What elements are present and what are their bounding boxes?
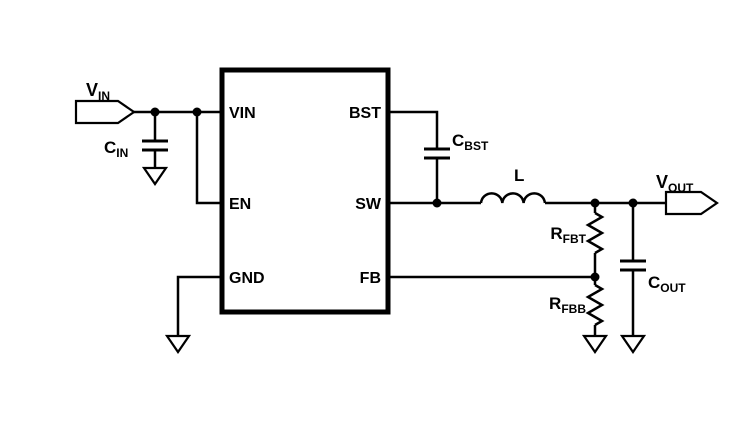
rfbb-label: RFBB: [549, 294, 586, 316]
pin-label-vin: VIN: [229, 105, 256, 122]
junction-dot-sw: [432, 198, 442, 208]
junction-dot-cout: [628, 198, 638, 208]
resistor-rfbt: [585, 203, 605, 277]
pin-label-fb: FB: [360, 270, 381, 287]
rfbb-zigzag: [585, 283, 605, 327]
pin-label-bst: BST: [349, 105, 381, 122]
ground-symbol-rfbb: [581, 334, 609, 354]
capacitor-cin: [141, 112, 169, 186]
capacitor-cout: [619, 203, 647, 354]
junction-dot-cin: [150, 107, 160, 117]
capacitor-cbst: [424, 147, 450, 160]
rfbt-zigzag: [585, 211, 605, 255]
wire-bst: [388, 110, 439, 149]
ground-symbol-gnd: [164, 334, 192, 354]
vin-net-label: VIN: [86, 80, 110, 103]
rfbt-label: RFBT: [550, 224, 586, 246]
ic-body: [219, 67, 391, 315]
ground-symbol-cout: [619, 334, 647, 354]
vout-terminal-icon: [664, 190, 719, 216]
junction-dot-en: [192, 107, 202, 117]
junction-dot-rfbt: [590, 198, 600, 208]
vin-terminal-icon: [74, 99, 136, 125]
vout-net-label: VOUT: [656, 172, 694, 195]
inductor-l: [479, 192, 547, 204]
cbst-label: CBST: [452, 131, 489, 153]
ground-symbol-cin: [141, 166, 169, 186]
junction-dot-fb: [590, 272, 600, 282]
wire-en: [195, 112, 222, 205]
cout-label: COUT: [648, 273, 686, 295]
cin-label: CIN: [104, 138, 128, 160]
pin-label-sw: SW: [355, 196, 382, 213]
pin-label-en: EN: [229, 196, 251, 213]
resistor-rfbb: [581, 277, 609, 354]
wire-gnd: [176, 275, 222, 336]
pin-label-gnd: GND: [229, 270, 265, 287]
l-label: L: [514, 166, 524, 185]
